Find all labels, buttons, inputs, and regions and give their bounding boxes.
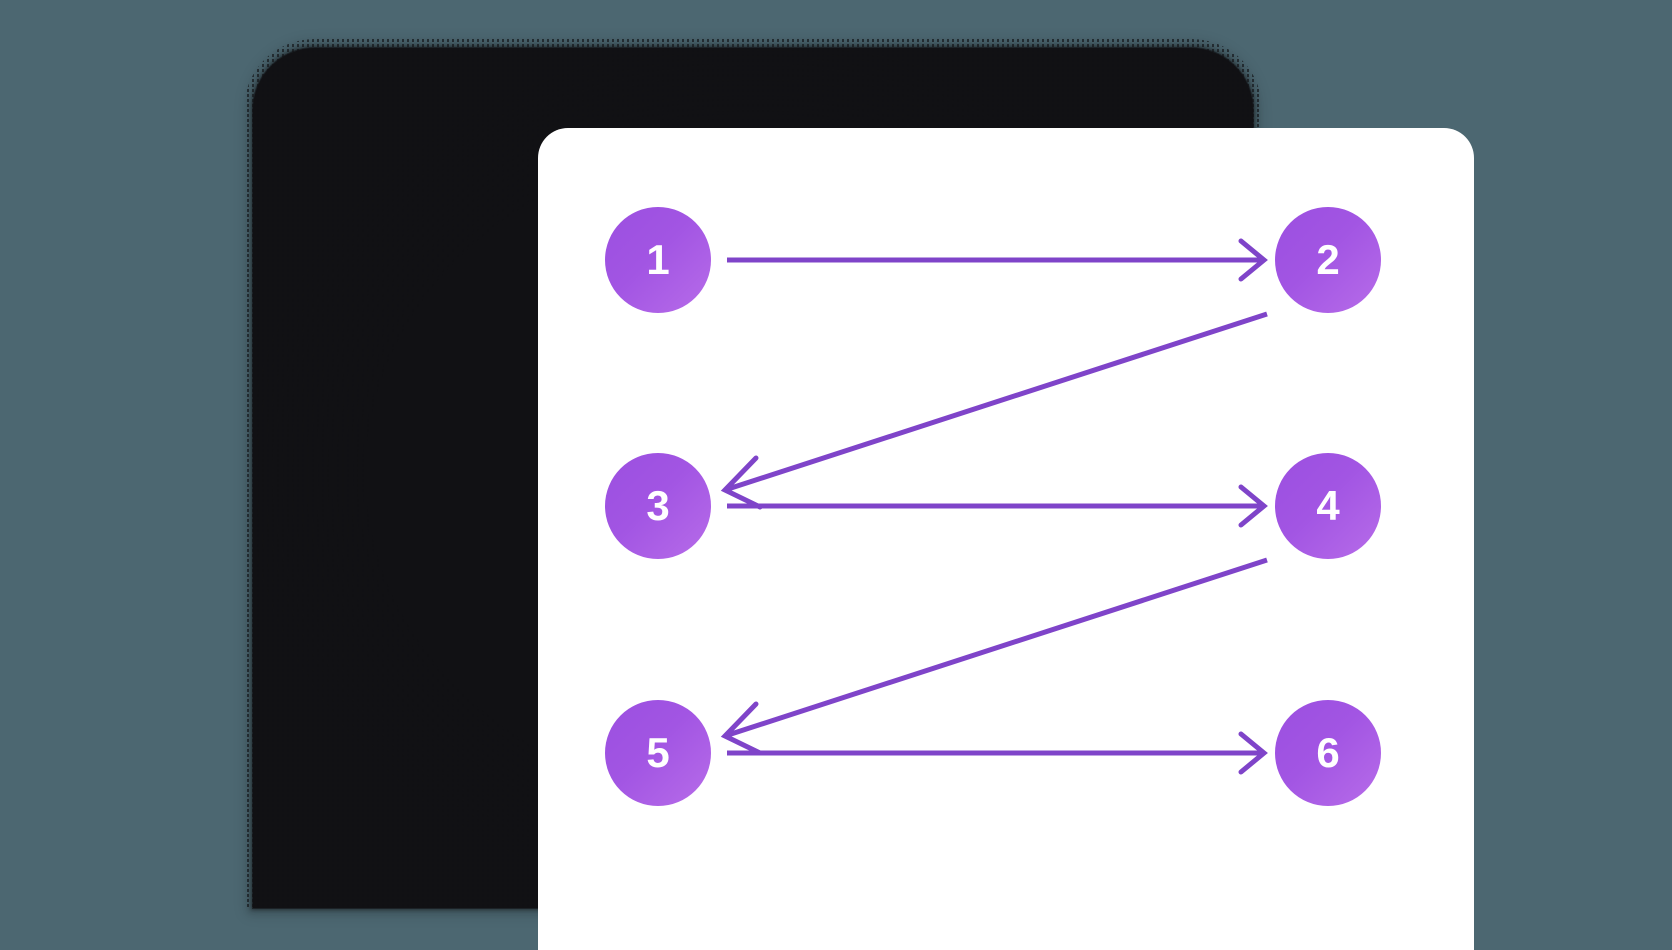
diagram-node-1-label: 1 [646,236,670,283]
edge-5-to-6 [727,731,1268,775]
device-frame: 1 2 3 4 5 6 [253,48,1474,950]
diagram-node-2-label: 2 [1316,236,1340,283]
diagram-node-5[interactable]: 5 [605,700,711,806]
device-screen: 1 2 3 4 5 6 [538,128,1474,950]
diagram-node-5-label: 5 [646,729,670,776]
screenshot-stage: 1 2 3 4 5 6 [0,0,1672,902]
diagram-node-4-label: 4 [1316,482,1340,529]
diagram-node-4[interactable]: 4 [1275,453,1381,559]
diagram-node-1[interactable]: 1 [605,207,711,313]
diagram-node-3-label: 3 [646,482,670,529]
diagram-node-6[interactable]: 6 [1275,700,1381,806]
diagram-node-6-label: 6 [1316,729,1340,776]
edge-2-to-3 [720,311,1268,510]
diagram-canvas: 1 2 3 4 5 6 [538,128,1474,950]
edge-4-to-5 [720,557,1268,756]
edge-1-to-2 [727,238,1268,282]
diagram-node-2[interactable]: 2 [1275,207,1381,313]
edge-3-to-4 [727,484,1268,528]
diagram-node-3[interactable]: 3 [605,453,711,559]
